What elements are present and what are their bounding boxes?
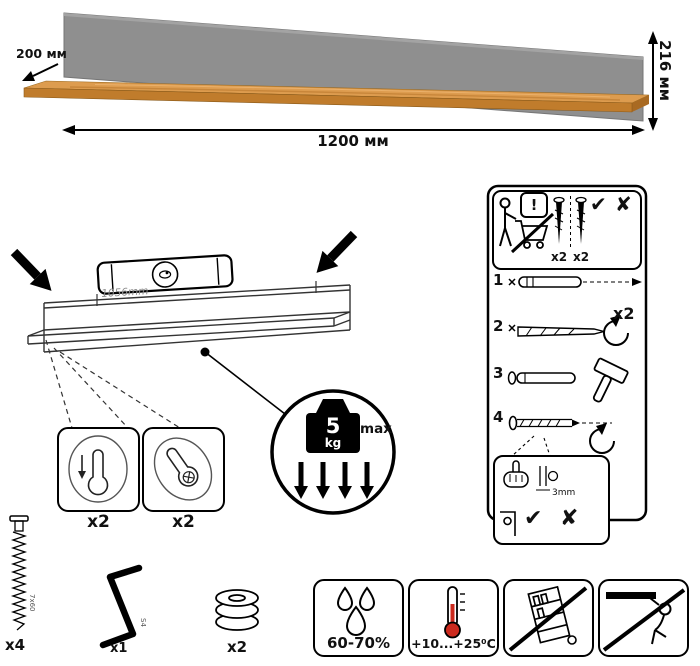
weight-icon bbox=[306, 399, 360, 453]
gap-label: 3mm bbox=[552, 488, 576, 498]
assembly-wireframe bbox=[27, 281, 351, 353]
max-load-badge bbox=[200, 347, 396, 515]
hex-key-qty: x1 bbox=[110, 641, 128, 656]
mount-screw-icon bbox=[508, 415, 615, 457]
dimension-width-arrow bbox=[62, 125, 645, 135]
depth-label: 200 мм bbox=[16, 46, 67, 61]
depth-check-inset bbox=[493, 455, 610, 545]
keyhole-detail-front bbox=[57, 427, 140, 512]
humidity-value: 60-70% bbox=[326, 634, 390, 652]
wall-plug-icon bbox=[508, 276, 642, 288]
no-hang-icon bbox=[602, 588, 686, 652]
step-4-number: 4 bbox=[493, 408, 504, 426]
warning-cross-mark: ✘ bbox=[615, 192, 632, 216]
width-label: 1200 мм bbox=[317, 132, 389, 150]
exclamation-mark: ! bbox=[530, 196, 538, 214]
washer-qty: x2 bbox=[226, 638, 248, 656]
inset-check-mark: ✔ bbox=[524, 506, 543, 531]
span-measure-label: 1056mm bbox=[100, 285, 149, 300]
screw-a-qty: x2 bbox=[550, 250, 568, 264]
washer-stack-icon bbox=[215, 589, 259, 631]
confirmat-qty: x4 bbox=[5, 636, 26, 654]
dimension-depth-arrow bbox=[22, 63, 59, 81]
screw-b-qty: x2 bbox=[572, 250, 590, 264]
humidity-icon bbox=[336, 586, 376, 636]
press-hand-icon bbox=[503, 460, 529, 488]
exclamation-box bbox=[520, 192, 548, 218]
keyhole-front-qty: x2 bbox=[87, 512, 110, 532]
step-3-number: 3 bbox=[493, 364, 504, 382]
drill-bit-icon bbox=[508, 315, 629, 346]
gap-detail-icon bbox=[536, 466, 559, 491]
warning-check-mark: ✔ bbox=[590, 192, 607, 216]
person-icon bbox=[499, 197, 517, 247]
hex-key-icon bbox=[99, 564, 143, 649]
keyhole-detail-engaged bbox=[142, 427, 225, 512]
load-unit: kg bbox=[324, 436, 342, 450]
detail-leader-lines bbox=[45, 339, 181, 429]
load-value: 5 bbox=[325, 414, 341, 438]
spirit-level-icon bbox=[96, 254, 234, 295]
load-down-arrows-icon bbox=[294, 462, 374, 499]
load-max-label: max bbox=[360, 421, 392, 437]
shopping-cart-icon bbox=[515, 220, 549, 249]
keyhole-side-qty: x2 bbox=[172, 512, 195, 532]
confirmat-screw-icon bbox=[9, 515, 29, 631]
shelf-product-image bbox=[23, 12, 650, 122]
hex-key-size: S4 bbox=[139, 618, 147, 627]
seated-screw-icon bbox=[500, 511, 516, 536]
mount-arrow-left-icon bbox=[10, 248, 52, 291]
screw-types-icon bbox=[553, 196, 587, 248]
no-tilt-icon bbox=[508, 585, 588, 652]
temperature-value: +10...+25⁰C bbox=[411, 636, 496, 651]
step-1-number: 1 bbox=[493, 271, 504, 289]
prohibition-slash bbox=[510, 212, 555, 254]
temperature-icon bbox=[444, 586, 465, 639]
confirmat-size: 7x60 bbox=[28, 594, 36, 612]
inset-cross-mark: ✘ bbox=[560, 506, 579, 531]
hammer-step-icon bbox=[507, 357, 629, 403]
hammer-icon bbox=[592, 357, 629, 403]
step-2-number: 2 bbox=[493, 317, 504, 335]
dimension-height-arrow bbox=[648, 31, 658, 131]
mount-arrow-right-icon bbox=[316, 230, 358, 273]
height-label: 216 мм bbox=[656, 40, 674, 102]
pairs-qty: x2 bbox=[613, 304, 635, 323]
